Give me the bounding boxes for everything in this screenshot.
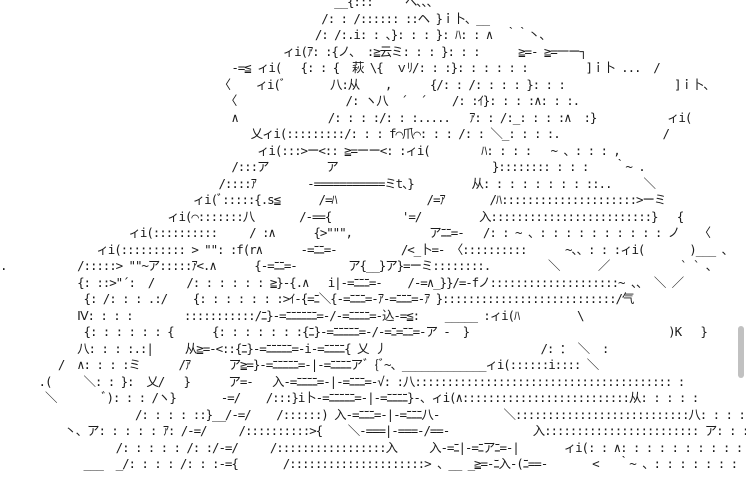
ascii-art-line: {: ::>"´: / /: : : : : : ≧}-{.∧ i|-=ﾆﾆﾆ=…	[0, 274, 684, 290]
ascii-art-line: ___ _/: : : : /: : :-={ /:::::::::::::::…	[0, 456, 746, 471]
ascii-art-line: 〈 /: ヽ八 ´ ´ /: :ｲ}: : : :∧: : :.	[0, 93, 580, 108]
ascii-art-line: /: /:.i: : 、}: : : }: ﾊ: : ∧ ｀｀丶、	[0, 27, 552, 42]
ascii-art-line: /:::ア ア }:::::::: : : : ｀~ .	[0, 159, 645, 174]
ascii-art-line: /: : : : ::}__/-=/ /::::::) 入-=ﾆﾆﾆ=-|-=ﾆ…	[0, 406, 746, 422]
ascii-art-line: /: : : : : /: :/-=/ /:::::::::::::::::入 …	[115, 439, 744, 455]
ascii-art-line: ィi(ｱ: :{ノ、 :≧云ミ: : : }: : : ≧=- ≧=一ー┐	[0, 43, 587, 59]
ascii-art-line: 丶、ア: : : : : ｱ: /-=/ /::::::::::>{ ＼-===…	[0, 423, 746, 438]
ascii-art-line: ∧ /: : : :/: : :..... ｱ: : /:_: : : :∧ :…	[0, 109, 692, 125]
ascii-art-line: /: : /:::::: ::ヘ }ｉ卜、__	[0, 10, 490, 26]
ascii-art-line: /::::ｱ -===========ミt、} 从: : : : : : : :…	[0, 175, 656, 191]
ascii-art-line: ィi(:::::::::: / :∧ {>""", アﾆﾆ=- /: : ~ 、…	[0, 225, 711, 240]
ascii-art-line: ィi(:::::::::: > "": :f(r∧ -=ﾆﾆ=- /<_卜=- …	[0, 241, 734, 257]
ascii-art-line: {: /: : : .:/ {: : : : : : :>ｲ-{=ﾆ＼{-=ﾆﾆ…	[0, 291, 635, 306]
scrollbar-thumb[interactable]	[738, 326, 744, 378]
ascii-art-line: 〈 ィi(ﾞ 八:从 , {/: : /: : : : }: : : ]ｉ卜、	[0, 76, 715, 92]
ascii-art-line: / ∧: : : :ミ /ｱ ア≧=}-=ﾆﾆﾆﾆﾆ=-|-=ﾆﾆﾆﾆアﾞ {ﾞ…	[0, 357, 599, 372]
ascii-art-line: Ⅳ: : : : :::::::::::/ﾆ}-=ﾆﾆﾆﾆﾆﾆ=-/-=ﾆﾆﾆﾆ…	[0, 307, 584, 323]
ascii-art-line: 乂ィi(:::::::::/: : : f⌒爪⌒: : : /: : ＼_: :…	[0, 126, 670, 141]
ascii-art-line: ィi(⌒:::::::八 /-=={ '=/ 入::::::::::::::::…	[0, 208, 684, 224]
ascii-art-line: ＼ ﾞ): : : /ヽ} -=/ /:::}i卜-=ﾆﾆﾆﾆﾆ=-|-=ﾆﾆﾆ…	[0, 390, 699, 405]
vertical-scrollbar[interactable]	[736, 0, 746, 504]
ascii-art-line: -=≦ ィi( {: : { 萩 \{ ｖﾘ/: : :}: : : : : :…	[0, 60, 661, 75]
ascii-art-line: . /:::::> ""~ア:::::ｱ<.∧ {-=ﾆﾆ=- ア{__}ア}=…	[0, 258, 718, 273]
ascii-art-line: .( ＼: : }: 乂/ } ア=- 入-=ﾆﾆﾆﾆ=-|-=ﾆﾆﾆ=-√: …	[0, 373, 686, 389]
ascii-art-line: ィi(:::>ー<:: ≧=ーー<: :ィi( ﾊ: : : : ~ 、: : …	[0, 142, 621, 158]
ascii-art-line: __{::: へ、、、	[0, 0, 439, 9]
ascii-art-line: 八: : : :.:| 从≧=-<::{ﾆ}-=ﾆﾆﾆﾆﾆ=-i-=ﾆﾆﾆﾆ{ …	[0, 340, 609, 356]
ascii-art-line: {: : : : : : { {: : : : : : :{ﾆ}-=ﾆﾆﾆﾆﾆ=…	[0, 324, 708, 339]
ascii-art-text: __{::: へ、、、 /: : /:::::: ::ヘ }ｉ卜、__ /: /…	[0, 0, 746, 471]
ascii-art-line: ィi(ﾞ:::::{.s≦ /=ﾊ /=ｱ /ﾊ::::::::::::::::…	[0, 192, 667, 207]
